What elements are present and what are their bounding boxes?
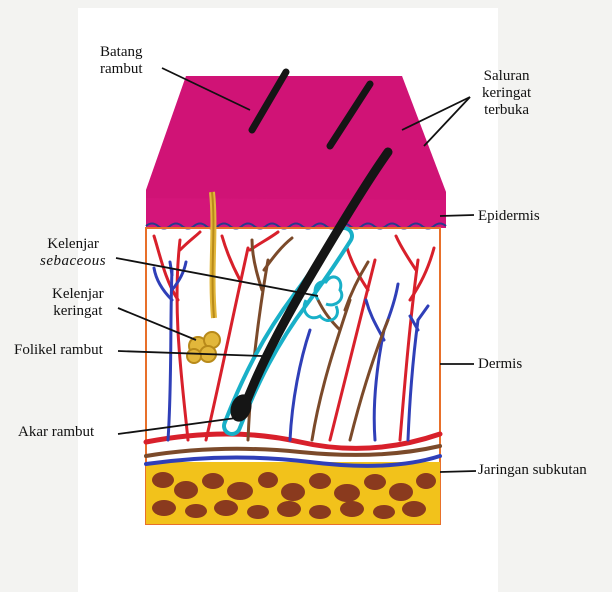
label-jaringan-subkutan: Jaringan subkutan bbox=[478, 462, 587, 479]
label-kelenjar-sebaceous: Kelenjar sebaceous bbox=[40, 236, 106, 270]
label-folikel-rambut: Folikel rambut bbox=[14, 342, 103, 359]
label-batang-rambut: Batang rambut bbox=[100, 44, 143, 78]
epidermis-layer bbox=[146, 76, 446, 229]
label-epidermis: Epidermis bbox=[478, 208, 540, 225]
label-saluran-keringat: Saluran keringat terbuka bbox=[482, 68, 531, 119]
label-akar-rambut: Akar rambut bbox=[18, 424, 94, 441]
label-kelenjar-keringat: Kelenjar keringat bbox=[52, 286, 104, 320]
label-dermis: Dermis bbox=[478, 356, 522, 373]
subcutaneous-layer bbox=[146, 462, 440, 524]
